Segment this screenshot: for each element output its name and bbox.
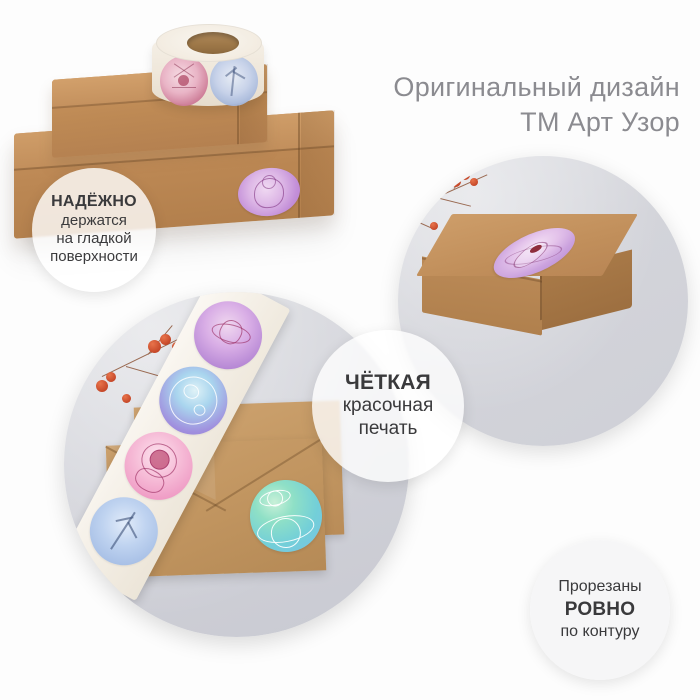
roll-sticker-pink (160, 56, 208, 106)
berry-branch-decor (96, 325, 216, 412)
roll-sticker-blue (210, 56, 258, 106)
roll-top-face (156, 24, 262, 62)
badge-print-quality: ЧЁТКАЯ красочная печать (312, 330, 464, 482)
page-title: Оригинальный дизайн ТМ Арт Узор (330, 34, 680, 177)
badge-die-cut: Прорезаны РОВНО по контуру (530, 540, 670, 680)
badge-cut-line-2: РОВНО (564, 599, 636, 621)
photo-stacked-boxes (0, 0, 360, 270)
sticker-violet-closeup (477, 226, 592, 280)
badge-reliable-line-3: на гладкой (56, 230, 132, 248)
badge-print-line-2: красочная (342, 394, 434, 416)
badge-cut-line-3: по контуру (560, 622, 640, 640)
photo-circle-box-closeup (398, 156, 688, 446)
kraft-box-closeup (416, 214, 638, 336)
berry-branch-decor (406, 162, 526, 236)
roll-core (187, 32, 239, 54)
headline-line-2: ТМ Арт Узор (520, 107, 680, 138)
badge-reliable-line-1: НАДЁЖНО (51, 193, 137, 211)
box-score-line (298, 112, 300, 218)
badge-print-line-1: ЧЁТКАЯ (345, 371, 431, 395)
badge-reliable-line-2: держатся (61, 211, 127, 229)
sticker-roll (152, 24, 264, 110)
headline-line-1: Оригинальный дизайн (393, 71, 680, 102)
box-top-face (416, 214, 638, 280)
badge-reliable: НАДЁЖНО держатся на гладкой поверхности (32, 168, 156, 292)
badge-reliable-line-4: поверхности (50, 248, 138, 266)
badge-print-line-3: печать (358, 417, 418, 439)
badge-cut-line-1: Прорезаны (558, 578, 642, 596)
